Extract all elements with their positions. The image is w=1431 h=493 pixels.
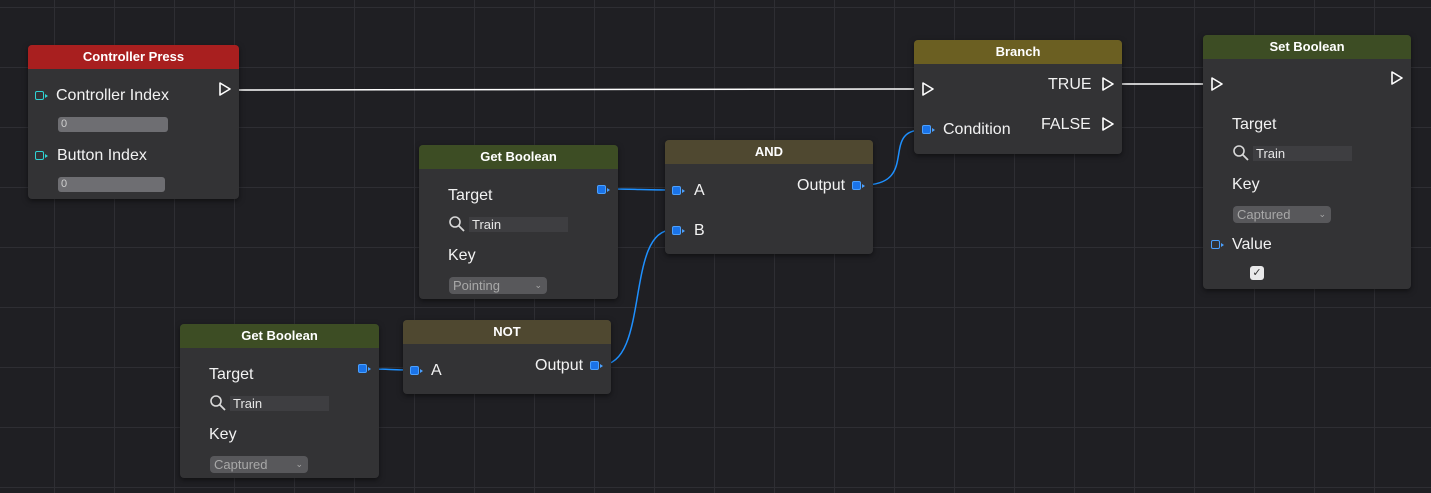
controller-press-node[interactable]: Controller Press Controller Index 0 Butt…: [28, 45, 239, 199]
key-select-value: Captured: [214, 457, 268, 472]
branch-title: Branch: [914, 40, 1122, 64]
target-label: Target: [1232, 116, 1277, 133]
key-label: Key: [448, 247, 476, 264]
value-label: Value: [1232, 236, 1272, 253]
output-label: Output: [535, 357, 584, 374]
button-index-input[interactable]: 0: [58, 177, 165, 192]
search-icon: [210, 395, 226, 411]
target-input[interactable]: Train: [230, 396, 329, 411]
condition-label: Condition: [943, 121, 1011, 138]
exec-in-pin-icon[interactable]: [921, 82, 935, 96]
get-boolean-2-title: Get Boolean: [180, 324, 379, 348]
checkmark-icon: ✓: [1252, 267, 1262, 279]
set-boolean-title: Set Boolean: [1203, 35, 1411, 59]
button-index-pin-icon[interactable]: [35, 151, 48, 160]
exec-wire-press-to-branch: [234, 88, 921, 91]
key-select[interactable]: Captured ⌄: [210, 456, 308, 473]
input-a-label: A: [694, 182, 705, 199]
key-select[interactable]: Pointing ⌄: [449, 277, 547, 294]
controller-index-label: Controller Index: [56, 87, 169, 104]
controller-index-pin-icon[interactable]: [35, 91, 48, 100]
button-index-label: Button Index: [57, 147, 147, 164]
set-boolean-node[interactable]: Set Boolean Target Train Key Captured ⌄ …: [1203, 35, 1411, 289]
key-label: Key: [1232, 176, 1260, 193]
value-pin-icon[interactable]: [1211, 240, 1224, 249]
output-pin-icon[interactable]: [597, 185, 610, 194]
exec-in-pin-icon[interactable]: [1210, 77, 1224, 91]
get-boolean-1-title: Get Boolean: [419, 145, 618, 169]
get-boolean-node-2[interactable]: Get Boolean Target Train Key Captured ⌄: [180, 324, 379, 478]
not-node[interactable]: NOT A Output: [403, 320, 611, 394]
output-pin-icon[interactable]: [590, 361, 603, 370]
search-icon: [1233, 145, 1249, 161]
input-a-label: A: [431, 362, 442, 379]
output-label: Output: [797, 177, 846, 194]
key-label: Key: [209, 426, 237, 443]
and-node[interactable]: AND A Output B: [665, 140, 873, 254]
target-input[interactable]: Train: [1253, 146, 1352, 161]
exec-false-pin-icon[interactable]: [1101, 117, 1115, 131]
true-label: TRUE: [1048, 76, 1092, 93]
exec-out-pin-icon[interactable]: [1390, 71, 1404, 85]
controller-press-title: Controller Press: [28, 45, 239, 69]
target-input[interactable]: Train: [469, 217, 568, 232]
condition-pin-icon[interactable]: [922, 125, 935, 134]
search-icon: [449, 216, 465, 232]
and-title: AND: [665, 140, 873, 164]
input-b-label: B: [694, 222, 705, 239]
chevron-down-icon: ⌄: [295, 459, 303, 469]
chevron-down-icon: ⌄: [534, 280, 542, 290]
value-checkbox[interactable]: ✓: [1250, 266, 1264, 280]
exec-out-pin-icon[interactable]: [218, 82, 232, 96]
input-a-pin-icon[interactable]: [672, 186, 685, 195]
input-a-pin-icon[interactable]: [410, 366, 423, 375]
target-label: Target: [209, 366, 254, 383]
false-label: FALSE: [1041, 116, 1091, 133]
get-boolean-node-1[interactable]: Get Boolean Target Train Key Pointing ⌄: [419, 145, 618, 299]
key-select-value: Pointing: [453, 278, 500, 293]
input-b-pin-icon[interactable]: [672, 226, 685, 235]
target-label: Target: [448, 187, 493, 204]
exec-true-pin-icon[interactable]: [1101, 77, 1115, 91]
key-select-value: Captured: [1237, 207, 1291, 222]
output-pin-icon[interactable]: [852, 181, 865, 190]
not-title: NOT: [403, 320, 611, 344]
chevron-down-icon: ⌄: [1318, 209, 1326, 219]
output-pin-icon[interactable]: [358, 364, 371, 373]
branch-node[interactable]: Branch TRUE Condition FALSE: [914, 40, 1122, 154]
key-select[interactable]: Captured ⌄: [1233, 206, 1331, 223]
controller-index-input[interactable]: 0: [58, 117, 168, 132]
